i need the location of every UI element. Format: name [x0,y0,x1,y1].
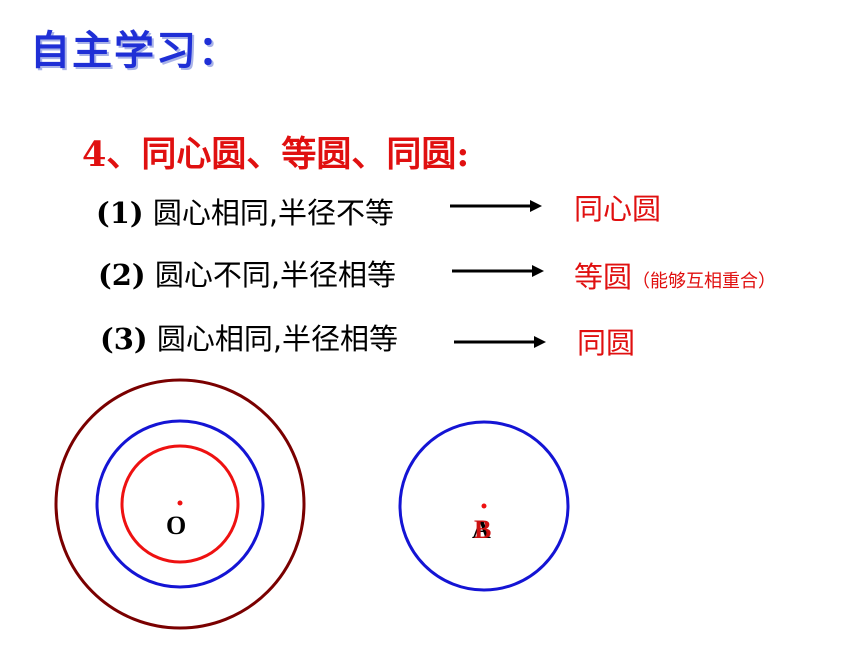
inner-circle [120,444,240,564]
result-label: 等圆 [574,260,633,294]
right-arrow-icon [452,265,544,277]
right-arrow-icon [454,336,546,348]
definition-row-3: (3) 圆心相同,半径相等 [100,316,398,358]
center-point-o [177,500,183,506]
label-a: A [472,515,491,544]
row-description: 圆心相同,半径不等 [152,196,395,230]
row-number: (1) [96,196,144,230]
label-b: B [474,515,491,544]
result-label: 同心圆 [574,192,662,226]
row-description: 圆心相同,半径相等 [156,322,399,356]
middle-circle [95,419,265,589]
row-number: (3) [100,322,148,356]
outer-circle [54,378,306,630]
right-arrow-icon [450,200,542,212]
equal-circle [398,420,570,592]
result-equal-circles: 等圆（能够互相重合） [574,254,776,296]
definition-row-2: (2) 圆心不同,半径相等 [98,252,396,294]
definition-row-1: (1) 圆心相同,半径不等 [96,190,394,232]
result-concentric-circles: 同心圆 [574,186,661,228]
row-description: 圆心不同,半径相等 [154,258,397,292]
result-same-circle: 同圆 [577,320,635,362]
row-number: (2) [98,258,146,292]
label-o: O [166,511,186,540]
slide-title: 自主学习： [30,28,240,74]
section-heading: 4、同心圆、等圆、同圆: [82,134,470,175]
result-note: （能够互相重合） [632,271,777,292]
result-label: 同圆 [577,326,636,360]
center-point-ab [481,503,487,509]
